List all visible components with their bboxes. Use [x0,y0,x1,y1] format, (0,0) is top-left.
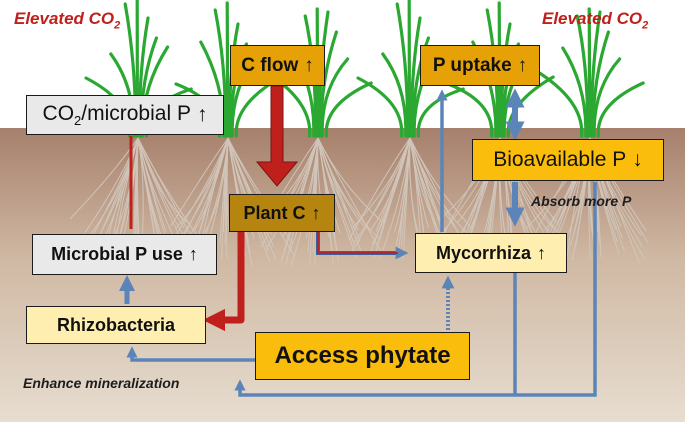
bioavailable-p-box: Bioavailable P ↓ [472,139,664,181]
rhizobacteria-label: Rhizobacteria [56,314,176,335]
leaf-blade [561,46,588,138]
leaf-blade [591,30,610,138]
co2-microbial-p-label: CO2/microbial P [42,101,191,129]
root-strand [170,137,229,227]
leaf-blade [575,14,590,138]
elevated-co2-label-right: Elevated CO2 [542,9,649,32]
increase-arrow-icon: ↑ [311,202,321,223]
mycorrhiza-box: Mycorrhiza ↑ [415,233,567,273]
plant-c-label: Plant C [243,202,306,223]
leaf-blade [536,70,584,138]
bioavailable-p-label: Bioavailable P [493,148,627,171]
increase-arrow-icon: ↑ [304,54,314,76]
root-strand [199,137,229,232]
increase-arrow-icon: ↑ [188,244,198,264]
leaf-blade [381,52,408,138]
carbon-flow-arrow [255,85,299,187]
leaf-blade [395,2,410,138]
microbial-p-use-label: Microbial P use [51,244,183,264]
microbial-p-use-box: Microbial P use ↑ [32,234,217,275]
leaf-blade [324,81,373,138]
leaf-blade [589,10,602,138]
leaf-blade [416,87,465,138]
mycorrhiza-label: Mycorrhiza [435,242,532,263]
phytate-to-rhizobacteria-arrow [126,346,255,362]
increase-arrow-icon: ↑ [537,242,547,263]
leaf-blade [596,81,645,138]
root-strand [317,137,379,239]
enhance-mineralization-label: Enhance mineralization [23,375,180,391]
enhance-mineralization-arrow [234,182,597,397]
decrease-arrow-icon: ↓ [632,148,643,171]
root-strand [317,137,359,231]
root-strand [377,137,411,246]
leaf-blade [409,16,422,138]
carbon-to-rhizobacteria-arrow [202,232,245,332]
increase-arrow-icon: ↑ [196,103,208,126]
elevated-co2-label-left: Elevated CO2 [14,9,121,32]
c-flow-box: C flow ↑ [230,45,325,86]
root-strand [227,137,271,264]
rhizobacteria-box: Rhizobacteria [26,306,206,344]
absorb-more-p-label: Absorb more P [531,193,632,209]
root-strand [348,137,411,241]
co2-microbial-p-box: CO2/microbial P ↑ [26,95,224,135]
root-strand [317,137,341,234]
access-phytate-box: Access phytate [255,332,470,380]
root-strand [137,137,190,225]
carbon-to-mycorrhiza-inner [317,232,398,254]
access-phytate-label: Access phytate [274,342,451,369]
root-strand [227,137,295,256]
leaf-blade [213,8,228,138]
c-flow-label: C flow [241,54,299,76]
p-uptake-label: P uptake [432,54,512,76]
root-strand [226,137,230,231]
root-strand [137,137,207,249]
p-uptake-box: P uptake ↑ [420,45,540,86]
leaf-blade [356,76,404,138]
plant-c-box: Plant C ↑ [229,194,335,232]
increase-arrow-icon: ↑ [517,54,528,76]
leaf-blade [446,82,494,138]
root-strand [409,137,473,230]
